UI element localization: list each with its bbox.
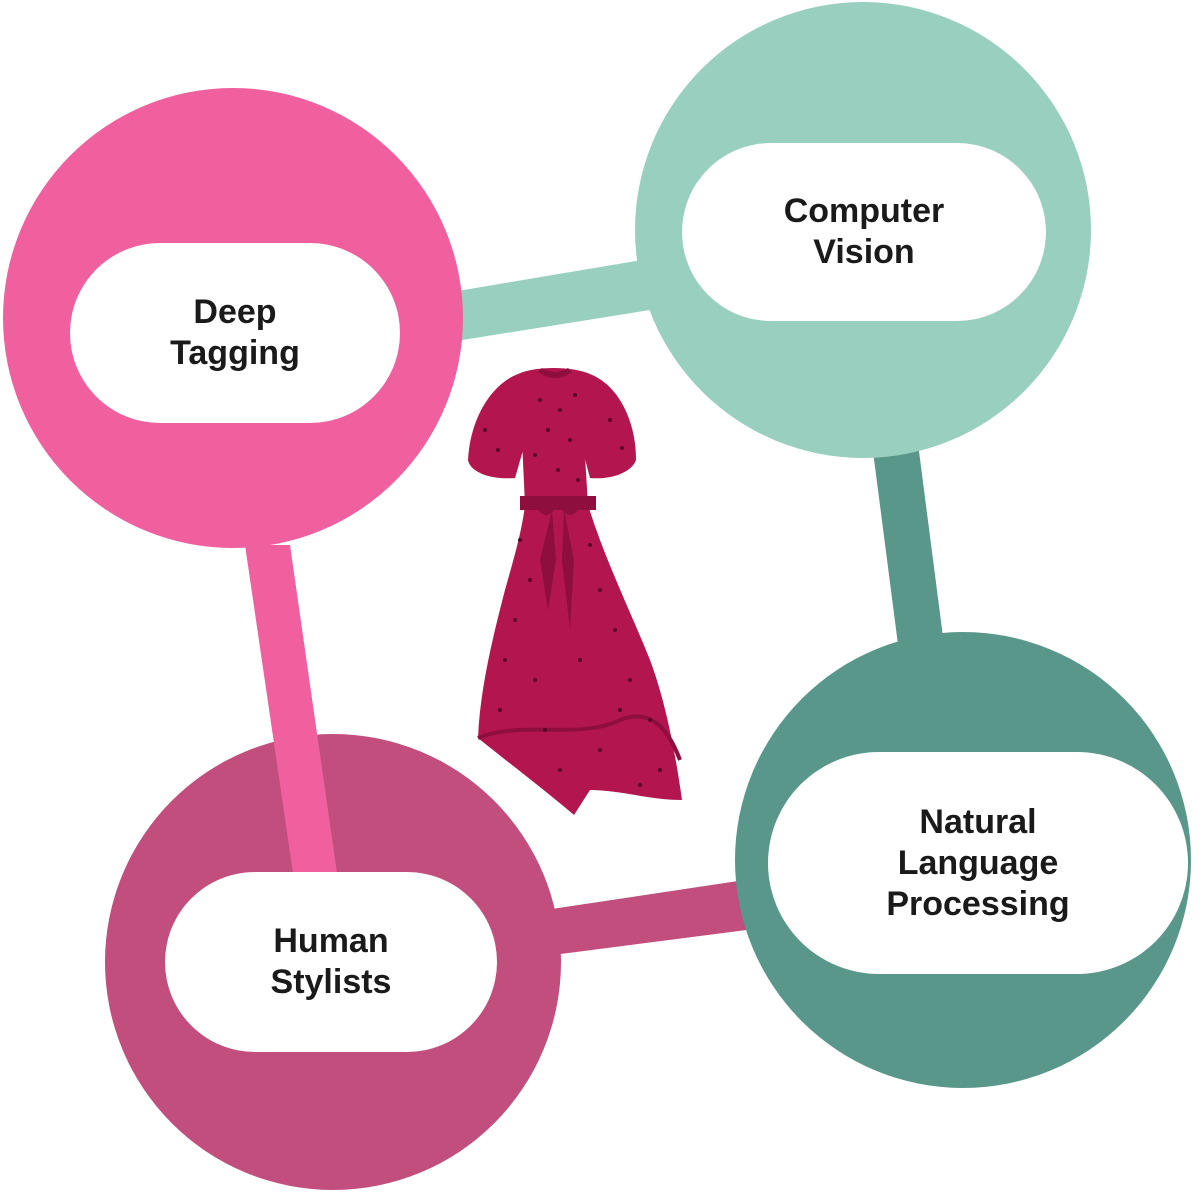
node-pill-nlp [768,752,1188,974]
node-label-computer-vision: Computer Vision [682,143,1046,321]
node-label-line: Vision [813,233,915,271]
dress-icon [468,368,682,815]
node-label-line: Tagging [170,334,300,372]
node-label-natural-language-processing: Natural Language Processing [768,752,1188,974]
node-label-line: Processing [886,884,1070,923]
node-label-line: Natural [919,802,1037,841]
node-pill-human-stylists [165,872,497,1052]
node-label-deep-tagging: Deep Tagging [70,243,400,423]
node-label-line: Computer [783,192,945,230]
node-label-line: Language [897,843,1059,882]
node-label-human-stylists: Human Stylists [165,872,497,1052]
node-label-line: Human [273,922,389,960]
node-label-line: Stylists [270,963,392,1001]
connector-human-stylists-deep-tagging [245,545,338,880]
node-pill-deep-tagging [70,243,400,423]
node-pill-computer-vision [682,143,1046,321]
node-label-line: Deep [193,293,277,331]
connector-nlp-human-stylists [545,875,785,955]
